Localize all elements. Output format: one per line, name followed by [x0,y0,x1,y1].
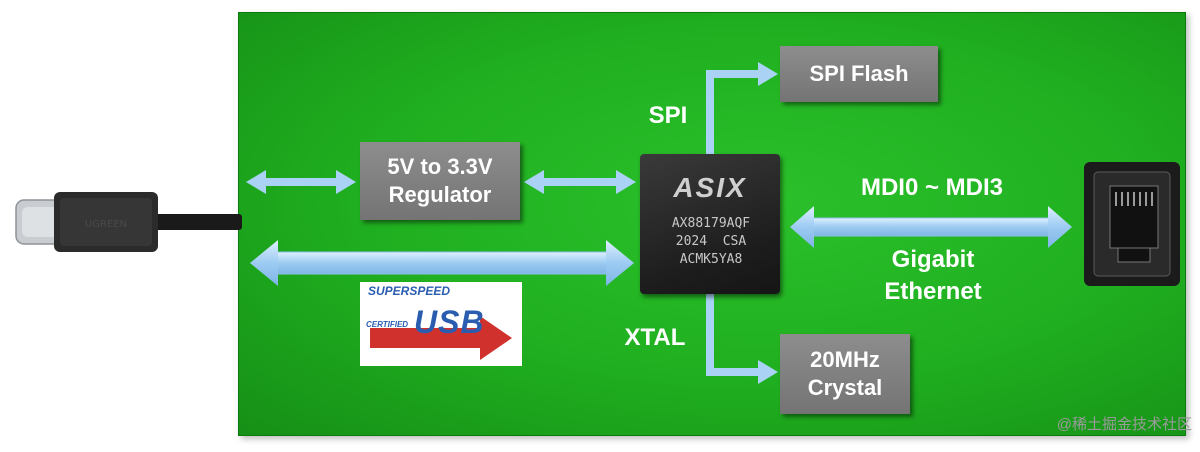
arrow-spi [706,62,778,156]
usb-c-cable: UGREEN [15,192,242,252]
watermark: @稀土掘金技术社区 [1056,416,1192,433]
arrow-usb-data [250,240,634,286]
rj45-jack [1084,162,1180,286]
usb-text: USB [414,304,485,340]
usb-superspeed-text: SUPERSPEED [368,284,451,298]
arrow-xtal [706,294,778,384]
regulator-block: 5V to 3.3V Regulator [360,142,520,220]
gigabit-ethernet-label: Gigabit Ethernet [884,246,982,305]
mdi-label: MDI0 ~ MDI3 [860,174,1004,201]
spi-flash-block: SPI Flash [780,46,938,102]
cable-marking: UGREEN [85,219,127,230]
arrow-regulator-to-chip [524,170,636,194]
regulator-label: 5V to 3.3V Regulator [387,154,493,207]
xtal-label: XTAL [624,324,686,351]
spi-label: SPI [648,102,688,129]
chip-logo: ASIX [673,172,747,203]
crystal-label: 20MHz Crystal [807,347,883,400]
arrow-cable-to-regulator [246,170,356,194]
spi-flash-label: SPI Flash [809,61,909,86]
chip-part-number: AX88179AQF [671,216,751,231]
chip-lot-code: ACMK5YA8 [679,252,743,267]
arrow-mdi [790,206,1072,248]
crystal-block: 20MHz Crystal [780,334,910,414]
usb-certified-text: CERTIFIED [366,320,409,329]
usb-logo-swoosh [370,316,512,360]
usb-superspeed-logo: SUPERSPEED CERTIFIED USB [360,282,522,366]
chip-date-code: 2024 CSA [675,234,747,249]
ax88179-chip: ASIX AX88179AQF 2024 CSA ACMK5YA8 [640,154,780,294]
